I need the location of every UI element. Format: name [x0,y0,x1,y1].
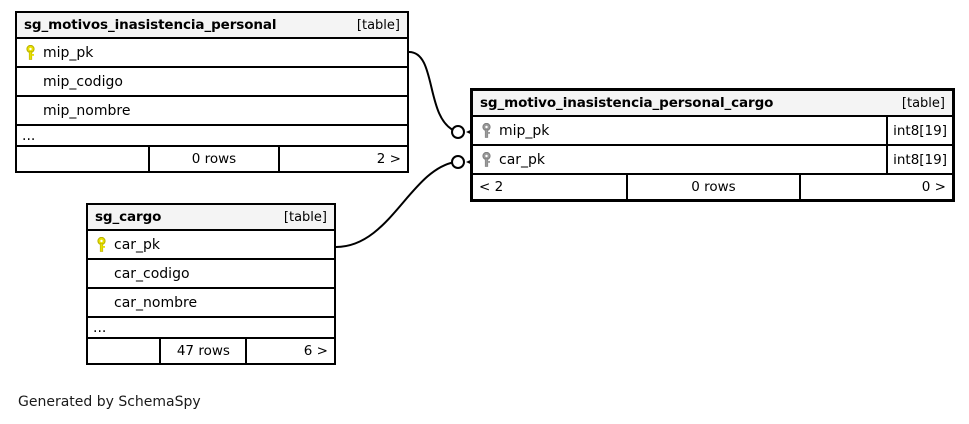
foreign-key-icon [480,151,493,168]
table-row[interactable]: mip_pk [17,39,407,68]
table-title: sg_motivo_inasistencia_personal_cargo [480,95,774,111]
column-name: mip_codigo [43,73,123,90]
table-row[interactable]: car_codigo [88,260,334,289]
optional-marker-icon [451,155,465,169]
footer-left-cell[interactable] [17,147,148,171]
more-columns-indicator: ... [17,126,407,147]
column-name: car_nombre [114,294,198,311]
footer-row-count: 47 rows [159,339,245,363]
table-footer: < 2 0 rows 0 > [473,175,952,199]
footer-right-cell[interactable]: 6 > [245,339,334,363]
column-name: mip_nombre [43,102,131,119]
footer-right-cell[interactable]: 2 > [278,147,407,171]
table-row[interactable]: mip_nombre [17,97,407,126]
primary-key-icon [95,236,108,253]
column-name: car_pk [499,151,546,168]
table-node-sg-cargo[interactable]: sg_cargo [table] car_pk car_codigo [86,203,336,365]
table-header: sg_cargo [table] [88,205,334,231]
column-name: car_pk [114,236,161,253]
table-row[interactable]: mip_pk int8[19] [473,117,952,146]
table-node-sg-motivo-inasistencia-personal-cargo[interactable]: sg_motivo_inasistencia_personal_cargo [t… [470,88,955,202]
column-type: int8[19] [886,146,952,173]
column-name: mip_pk [499,122,550,139]
footer-row-count: 0 rows [147,147,279,171]
table-kind-label: [table] [283,209,327,225]
footer-row-count: 0 rows [626,175,798,199]
footer-left-cell[interactable]: < 2 [479,179,504,195]
footer-right-cell[interactable]: 0 > [798,175,952,199]
table-row[interactable]: mip_codigo [17,68,407,97]
column-type: int8[19] [886,117,952,144]
column-name: mip_pk [43,44,94,61]
primary-key-icon [24,44,37,61]
footer-left-cell[interactable] [88,339,159,363]
optional-marker-icon [451,125,465,139]
table-header: sg_motivos_inasistencia_personal [table] [17,13,407,39]
foreign-key-icon [480,122,493,139]
table-row[interactable]: car_nombre [88,289,334,318]
relationship-line-mip-pk [408,51,479,139]
more-columns-indicator: ... [88,318,334,339]
table-row[interactable]: car_pk int8[19] [473,146,952,175]
table-kind-label: [table] [356,17,400,33]
table-title: sg_cargo [95,209,162,225]
generated-by-note: Generated by SchemaSpy [18,394,201,410]
table-row[interactable]: car_pk [88,231,334,260]
table-footer: 0 rows 2 > [17,147,407,171]
table-title: sg_motivos_inasistencia_personal [24,17,277,33]
column-name: car_codigo [114,265,190,282]
table-header: sg_motivo_inasistencia_personal_cargo [t… [473,91,952,117]
table-node-sg-motivos-inasistencia-personal[interactable]: sg_motivos_inasistencia_personal [table]… [15,11,409,173]
table-kind-label: [table] [901,95,945,111]
table-footer: 47 rows 6 > [88,339,334,363]
